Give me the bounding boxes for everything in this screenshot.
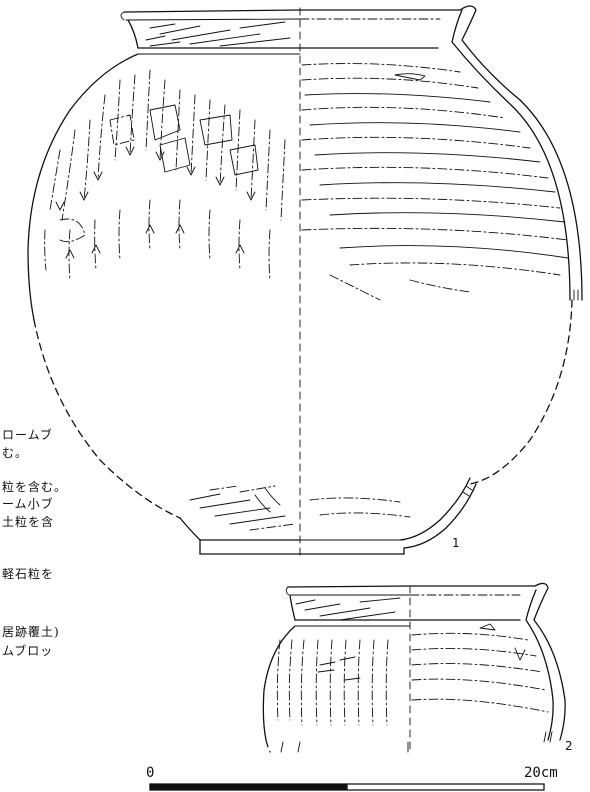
neck-hatching (145, 21, 291, 47)
vessel-1-neck-left (127, 19, 139, 49)
note-line-1: ロームブ (2, 428, 53, 442)
note-line-5: 土粒を含 (2, 515, 55, 529)
vessel-1-profile-outer (459, 5, 583, 301)
base-marks (189, 485, 411, 531)
exterior-marks (44, 69, 286, 281)
scale-bar-filled-segment (150, 784, 347, 790)
note-line-6: 軽石粒を (2, 567, 55, 581)
vessel-1-rim-top (123, 9, 461, 13)
vessel-1-profile-inner (451, 9, 571, 301)
vessel-1-body-left-reconstructed (33, 319, 181, 519)
scale-left-label: 0 (146, 765, 155, 781)
note-line-3: 粒を含む。 (2, 480, 68, 494)
scale-bar (149, 783, 545, 791)
vessel-2-profile-outer (533, 582, 566, 741)
vessel-1-number: 1 (452, 536, 460, 550)
vessel-2-rim (287, 585, 536, 588)
vessel-1 (27, 5, 583, 556)
note-line-4: ーム小ブ (2, 497, 54, 511)
vessel-1-body-left (27, 53, 139, 321)
note-line-2: む。 (2, 446, 29, 460)
interior-marks (301, 63, 569, 301)
vessel-2 (262, 582, 566, 753)
vessel-1-body-right-reconstructed (469, 299, 573, 485)
vessel-2-body-left (262, 625, 296, 741)
scale-right-label: 20cm (524, 765, 558, 781)
note-line-8: ムブロッ (2, 644, 54, 658)
note-line-7: 居跡覆土) (2, 625, 60, 639)
vessel-2-number: 2 (565, 739, 573, 753)
